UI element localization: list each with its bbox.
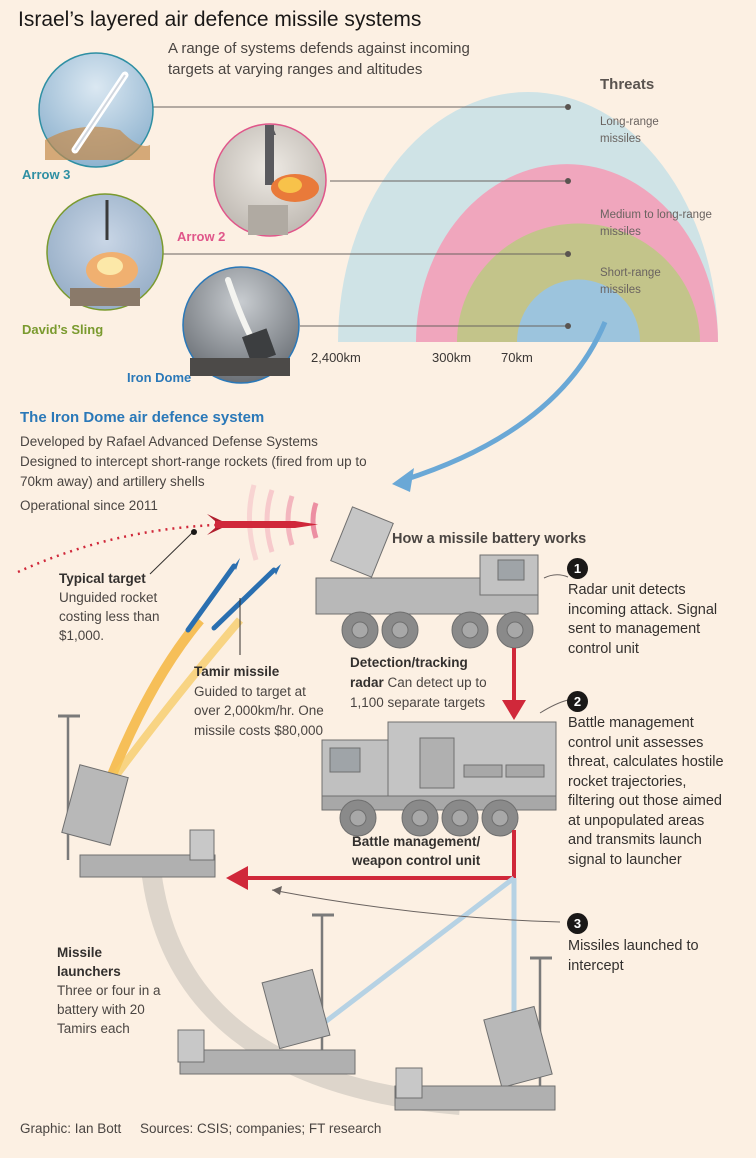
launchers-annotation: Missile launchers Three or four in a bat… xyxy=(57,943,167,1038)
range-70km: 70km xyxy=(501,350,533,365)
battery-heading: How a missile battery works xyxy=(392,531,587,547)
iron-dome-purpose: Designed to intercept short-range rocket… xyxy=(20,454,367,489)
launcher-arc xyxy=(140,859,461,1115)
step-3-text: Missiles launched to intercept xyxy=(568,938,699,974)
davids-sling-photo xyxy=(46,193,164,311)
short-range-label: Short-range missiles xyxy=(600,267,661,296)
iron-dome-label: Iron Dome xyxy=(127,370,192,385)
threats-heading: Threats xyxy=(600,76,655,93)
arrow3-label: Arrow 3 xyxy=(22,167,71,182)
radar-truck xyxy=(315,506,539,649)
arrow2-photo xyxy=(213,123,327,237)
connector-lines xyxy=(150,106,568,327)
radar-annotation: Detection/tracking radar Can detect up t… xyxy=(350,653,500,713)
launchers-text: Three or four in a battery with 20 Tamir… xyxy=(57,983,161,1036)
tamir-annotation: Tamir missile Guided to target at over 2… xyxy=(194,662,324,740)
radar-title: Detection/tracking radar xyxy=(350,655,468,690)
launcher-3 xyxy=(394,956,556,1111)
davids-sling-label: David’s Sling xyxy=(22,322,104,337)
iron-dome-developer: Developed by Rafael Advanced Defense Sys… xyxy=(20,434,318,449)
iron-dome-section-title: The Iron Dome air defence system xyxy=(20,409,265,426)
step-3-number: 3 xyxy=(567,913,588,934)
zoom-arrow xyxy=(392,321,608,492)
iron-dome-photo xyxy=(182,266,300,384)
radar-text: Can detect up to 1,100 separate targets xyxy=(350,675,487,710)
step-2-text: Battle management control unit assesses … xyxy=(568,715,724,868)
page-title: Israel’s layered air defence missile sys… xyxy=(18,8,422,31)
arrow2-label: Arrow 2 xyxy=(177,229,226,244)
tamir-title: Tamir missile xyxy=(194,664,280,679)
iron-dome-operational: Operational since 2011 xyxy=(20,498,158,513)
incoming-rocket xyxy=(207,514,318,535)
command-truck xyxy=(321,721,557,837)
medium-range-label: Medium to long-range missiles xyxy=(600,209,712,238)
step-1-text: Radar unit detects incoming attack. Sign… xyxy=(568,582,718,657)
missile-trails xyxy=(105,616,244,782)
tamir-missiles xyxy=(185,558,281,633)
credit-sources: Sources: CSIS; companies; FT research xyxy=(140,1121,382,1136)
launchers-title: Missile launchers xyxy=(57,945,121,979)
step-1-number: 1 xyxy=(567,558,588,579)
typical-target-annotation: Typical target Unguided rocket costing l… xyxy=(59,569,179,645)
step-2-number: 2 xyxy=(567,691,588,712)
range-2400km: 2,400km xyxy=(311,350,361,365)
launcher-main xyxy=(58,714,216,878)
range-300km: 300km xyxy=(432,350,472,365)
page-subtitle: A range of systems defends against incom… xyxy=(168,40,470,78)
credit-graphic: Graphic: Ian Bott xyxy=(20,1121,122,1136)
arrow3-photo xyxy=(38,52,154,168)
bmc-title: Battle management/ weapon control unit xyxy=(352,834,481,868)
typical-target-title: Typical target xyxy=(59,571,146,586)
signal-path-blue xyxy=(306,876,517,1037)
long-range-label: Long-range missiles xyxy=(600,116,659,145)
pointer-arrows xyxy=(271,574,569,923)
rocket-trajectory xyxy=(17,523,216,574)
connector-dots xyxy=(565,104,571,329)
typical-target-text: Unguided rocket costing less than $1,000… xyxy=(59,590,160,643)
launcher-2 xyxy=(177,913,356,1075)
tamir-text: Guided to target at over 2,000km/hr. One… xyxy=(194,683,324,738)
